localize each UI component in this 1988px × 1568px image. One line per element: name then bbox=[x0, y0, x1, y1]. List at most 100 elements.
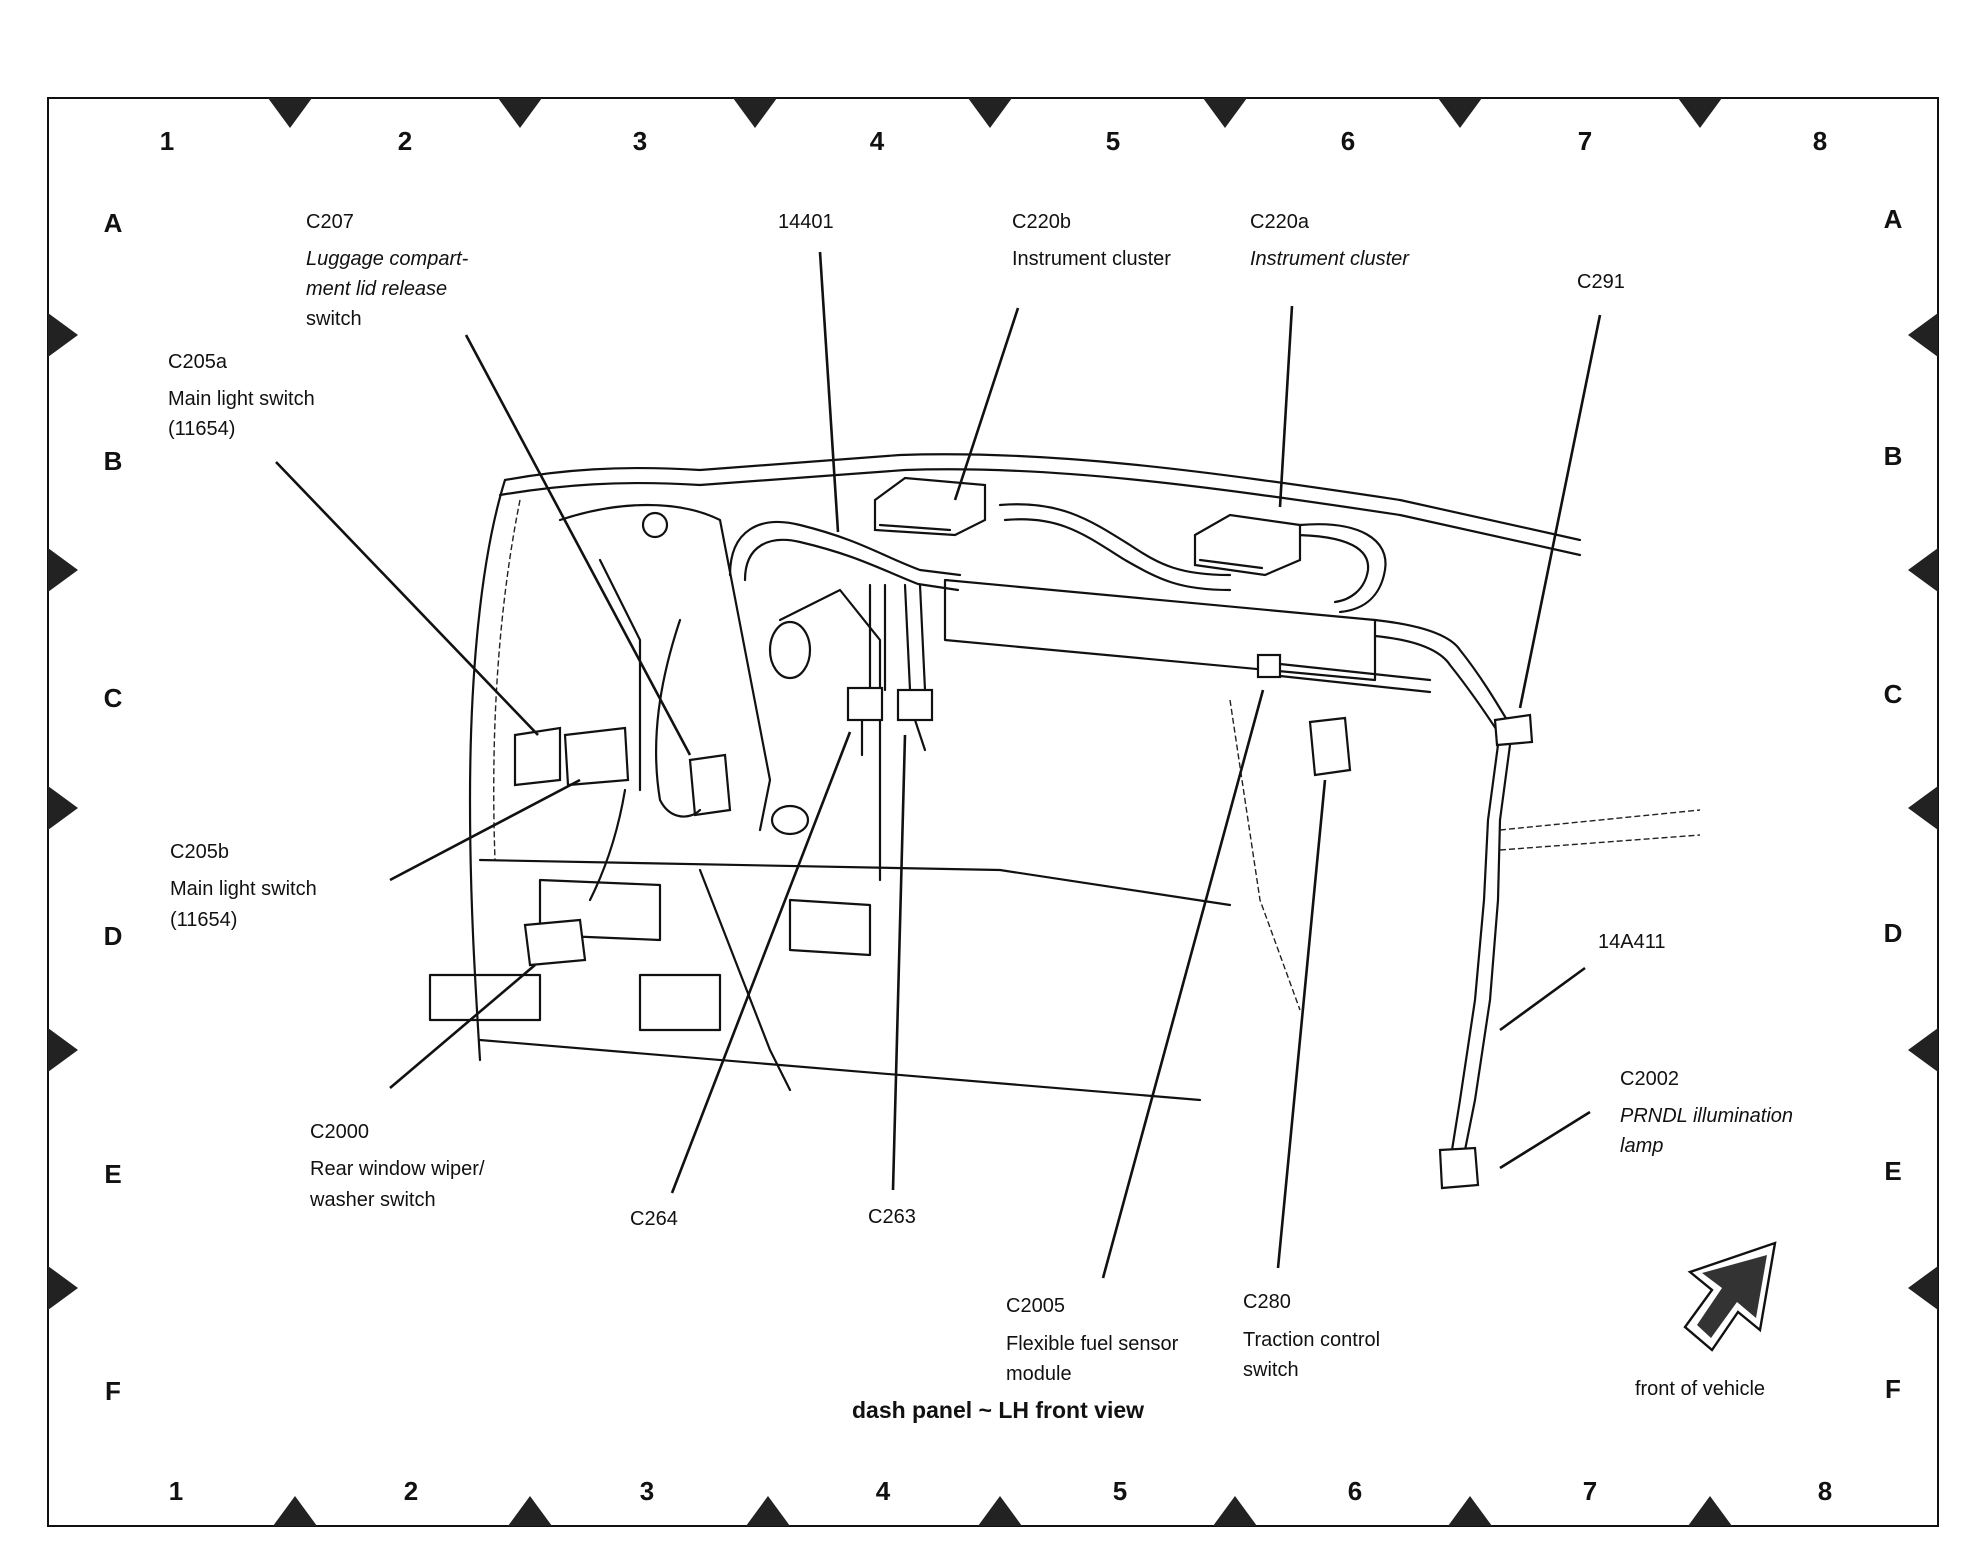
row-label: C bbox=[104, 683, 123, 713]
front-of-vehicle-label: front of vehicle bbox=[1635, 1378, 1765, 1400]
connector-description: washer switch bbox=[309, 1189, 436, 1211]
grid-marker bbox=[1438, 98, 1482, 128]
leader-c2005 bbox=[1101, 689, 1265, 1279]
leader-lines bbox=[275, 251, 1602, 1279]
column-label: 7 bbox=[1578, 126, 1592, 156]
row-label: E bbox=[104, 1159, 121, 1189]
row-labels-left: A B C D E F bbox=[104, 208, 123, 1406]
column-label: 7 bbox=[1583, 1476, 1597, 1506]
diagram-caption: dash panel ~ LH front view bbox=[852, 1397, 1144, 1423]
column-label: 4 bbox=[870, 126, 885, 156]
connector-id: C207 bbox=[306, 211, 354, 233]
callout-c205b: C205b Main light switch (11654) bbox=[170, 841, 317, 931]
leader-c205b bbox=[389, 778, 581, 882]
grid-marker bbox=[48, 313, 78, 357]
column-label: 6 bbox=[1348, 1476, 1362, 1506]
column-label: 5 bbox=[1113, 1476, 1127, 1506]
callout-c2000: C2000 Rear window wiper/ washer switch bbox=[309, 1121, 485, 1211]
grid-marker bbox=[1203, 98, 1247, 128]
column-labels-top: 1 2 3 4 5 6 7 8 bbox=[160, 126, 1827, 156]
row-label: D bbox=[1884, 918, 1903, 948]
connector-description: Flexible fuel sensor bbox=[1006, 1333, 1179, 1355]
callout-c207: C207 Luggage compart- ment lid release s… bbox=[306, 211, 469, 330]
grid-marker bbox=[273, 1496, 317, 1526]
grid-marker bbox=[1678, 98, 1722, 128]
leader-c220a bbox=[1278, 305, 1294, 508]
connector-description: Main light switch bbox=[168, 388, 315, 410]
row-label: F bbox=[1885, 1374, 1901, 1404]
column-label: 2 bbox=[398, 126, 412, 156]
grid-marker bbox=[1908, 548, 1938, 592]
row-label: E bbox=[1884, 1156, 1901, 1186]
connector-id: C291 bbox=[1577, 271, 1625, 293]
connector-id: C2005 bbox=[1006, 1295, 1065, 1317]
row-label: B bbox=[1884, 441, 1903, 471]
grid-marker bbox=[1908, 1266, 1938, 1310]
column-label: 1 bbox=[160, 126, 174, 156]
column-labels-bottom: 1 2 3 4 5 6 7 8 bbox=[169, 1476, 1832, 1506]
grid-markers-left bbox=[48, 313, 78, 1310]
leader-c263 bbox=[891, 734, 907, 1191]
grid-marker bbox=[1908, 1028, 1938, 1072]
callout-14a411: 14A411 bbox=[1598, 931, 1665, 953]
grid-marker bbox=[968, 98, 1012, 128]
grid-markers-right bbox=[1908, 313, 1938, 1310]
leader-c207 bbox=[464, 334, 692, 756]
leader-c2000 bbox=[389, 964, 536, 1089]
connector-description: switch bbox=[1243, 1359, 1299, 1381]
leader-c220b bbox=[953, 307, 1020, 501]
connector-description: PRNDL illumination bbox=[1620, 1105, 1793, 1127]
connector-description: (11654) bbox=[170, 909, 237, 931]
grid-marker bbox=[1908, 313, 1938, 357]
grid-marker bbox=[268, 98, 312, 128]
connector-id: C2002 bbox=[1620, 1068, 1679, 1090]
connector-description: Main light switch bbox=[170, 878, 317, 900]
grid-marker bbox=[48, 786, 78, 830]
column-label: 8 bbox=[1813, 126, 1827, 156]
connector-description: Instrument cluster bbox=[1012, 248, 1171, 270]
harness-id: 14A411 bbox=[1598, 931, 1665, 953]
leader-c291 bbox=[1518, 314, 1602, 709]
callout-14401: 14401 bbox=[778, 211, 834, 233]
callout-c2002: C2002 PRNDL illumination lamp bbox=[1620, 1068, 1793, 1157]
column-label: 3 bbox=[640, 1476, 654, 1506]
callout-c220b: C220b Instrument cluster bbox=[1012, 211, 1171, 270]
grid-marker bbox=[978, 1496, 1022, 1526]
connector-id: C220a bbox=[1250, 211, 1310, 233]
direction-arrow-icon bbox=[1683, 1241, 1777, 1352]
connector-description: lamp bbox=[1620, 1135, 1663, 1157]
connector-description: ment lid release bbox=[306, 278, 447, 300]
grid-marker bbox=[498, 98, 542, 128]
row-label: B bbox=[104, 446, 123, 476]
grid-markers-top bbox=[268, 98, 1722, 128]
leader-c2002 bbox=[1499, 1110, 1591, 1170]
connector-id: C264 bbox=[630, 1208, 678, 1230]
connector-description: Traction control bbox=[1243, 1329, 1380, 1351]
column-label: 6 bbox=[1341, 126, 1355, 156]
front-of-vehicle-indicator: front of vehicle bbox=[1635, 1241, 1777, 1400]
callout-c220a: C220a Instrument cluster bbox=[1250, 211, 1410, 270]
column-label: 1 bbox=[169, 1476, 183, 1506]
connector-id: C2000 bbox=[310, 1121, 369, 1143]
grid-marker bbox=[1688, 1496, 1732, 1526]
column-label: 2 bbox=[404, 1476, 418, 1506]
connector-id: C220b bbox=[1012, 211, 1071, 233]
callout-c280: C280 Traction control switch bbox=[1243, 1291, 1380, 1381]
grid-marker bbox=[1448, 1496, 1492, 1526]
grid-markers-bottom bbox=[273, 1496, 1732, 1526]
connector-id: C263 bbox=[868, 1206, 916, 1228]
leader-14401 bbox=[818, 251, 840, 533]
connector-description: (11654) bbox=[168, 418, 235, 440]
connector-id: C205a bbox=[168, 351, 228, 373]
callout-c205a: C205a Main light switch (11654) bbox=[168, 351, 315, 440]
harness-id: 14401 bbox=[778, 211, 834, 233]
row-label: F bbox=[105, 1376, 121, 1406]
connector-description: switch bbox=[306, 308, 362, 330]
callout-c2005: C2005 Flexible fuel sensor module bbox=[1006, 1295, 1179, 1385]
connector-description: Rear window wiper/ bbox=[310, 1158, 485, 1180]
column-label: 4 bbox=[876, 1476, 891, 1506]
connector-description: module bbox=[1006, 1363, 1072, 1385]
row-label: A bbox=[1884, 204, 1903, 234]
connector-description: Instrument cluster bbox=[1250, 248, 1410, 270]
